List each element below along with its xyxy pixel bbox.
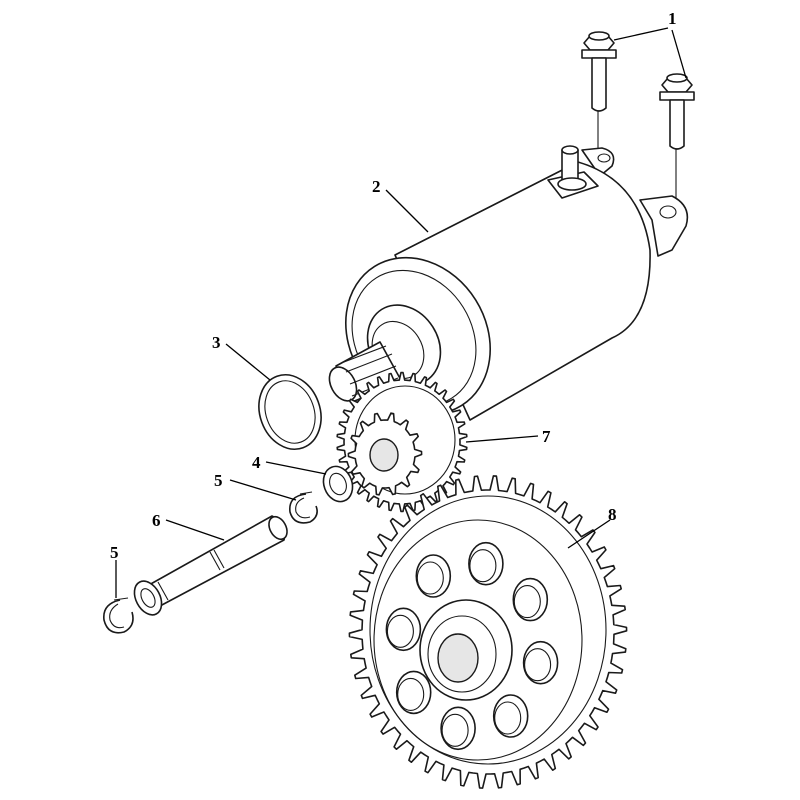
- callout-7: 7: [465, 427, 551, 446]
- callout-2-label: 2: [372, 177, 381, 196]
- gear-lightening-hole-inner: [524, 648, 552, 682]
- gear-lightening-hole: [512, 577, 549, 622]
- gear-lightening-hole: [522, 640, 559, 685]
- gear-lightening-hole-inner: [469, 549, 497, 583]
- callout-8: 8: [567, 505, 617, 549]
- gear-lightening-hole-inner: [416, 561, 444, 595]
- washer: [322, 465, 354, 503]
- callout-5-lower-label: 5: [110, 543, 119, 562]
- callout-5-upper: 5: [214, 471, 297, 501]
- gear-lightening-hole-inner: [441, 713, 469, 747]
- gear-lightening-hole: [468, 541, 504, 586]
- circlip-upper: [289, 491, 318, 524]
- bolt-2: [659, 73, 695, 198]
- starter-motor: [328, 145, 689, 421]
- idler-gear: [336, 371, 468, 513]
- callout-5-upper-label: 5: [214, 471, 223, 490]
- large-gear: [348, 475, 628, 789]
- gear-lightening-hole: [385, 607, 422, 652]
- shaft: [133, 515, 288, 616]
- callout-4-label: 4: [252, 453, 261, 472]
- callout-6-label: 6: [152, 511, 161, 530]
- callout-7-label: 7: [542, 427, 551, 446]
- gear-lightening-hole-inner: [513, 585, 541, 619]
- callout-6: 6: [152, 511, 225, 541]
- callout-1: 1: [613, 9, 687, 79]
- callout-1-label: 1: [668, 9, 677, 28]
- gear-lightening-hole: [395, 670, 432, 715]
- callout-5-lower: 5: [110, 543, 119, 598]
- o-ring: [258, 374, 322, 450]
- callout-3-label: 3: [212, 333, 221, 352]
- callout-3: 3: [212, 333, 271, 381]
- circlip-lower: [103, 597, 134, 634]
- gear-lightening-hole: [415, 554, 452, 598]
- callout-8-label: 8: [608, 505, 617, 524]
- bolt-1: [581, 31, 617, 160]
- callout-4: 4: [252, 453, 327, 475]
- gear-lightening-hole-inner: [386, 614, 414, 648]
- gear-lightening-hole: [440, 706, 476, 751]
- gear-lightening-hole-inner: [397, 677, 425, 711]
- gear-lightening-hole: [492, 694, 529, 738]
- callout-2: 2: [372, 177, 429, 233]
- gear-lightening-hole-inner: [494, 701, 522, 735]
